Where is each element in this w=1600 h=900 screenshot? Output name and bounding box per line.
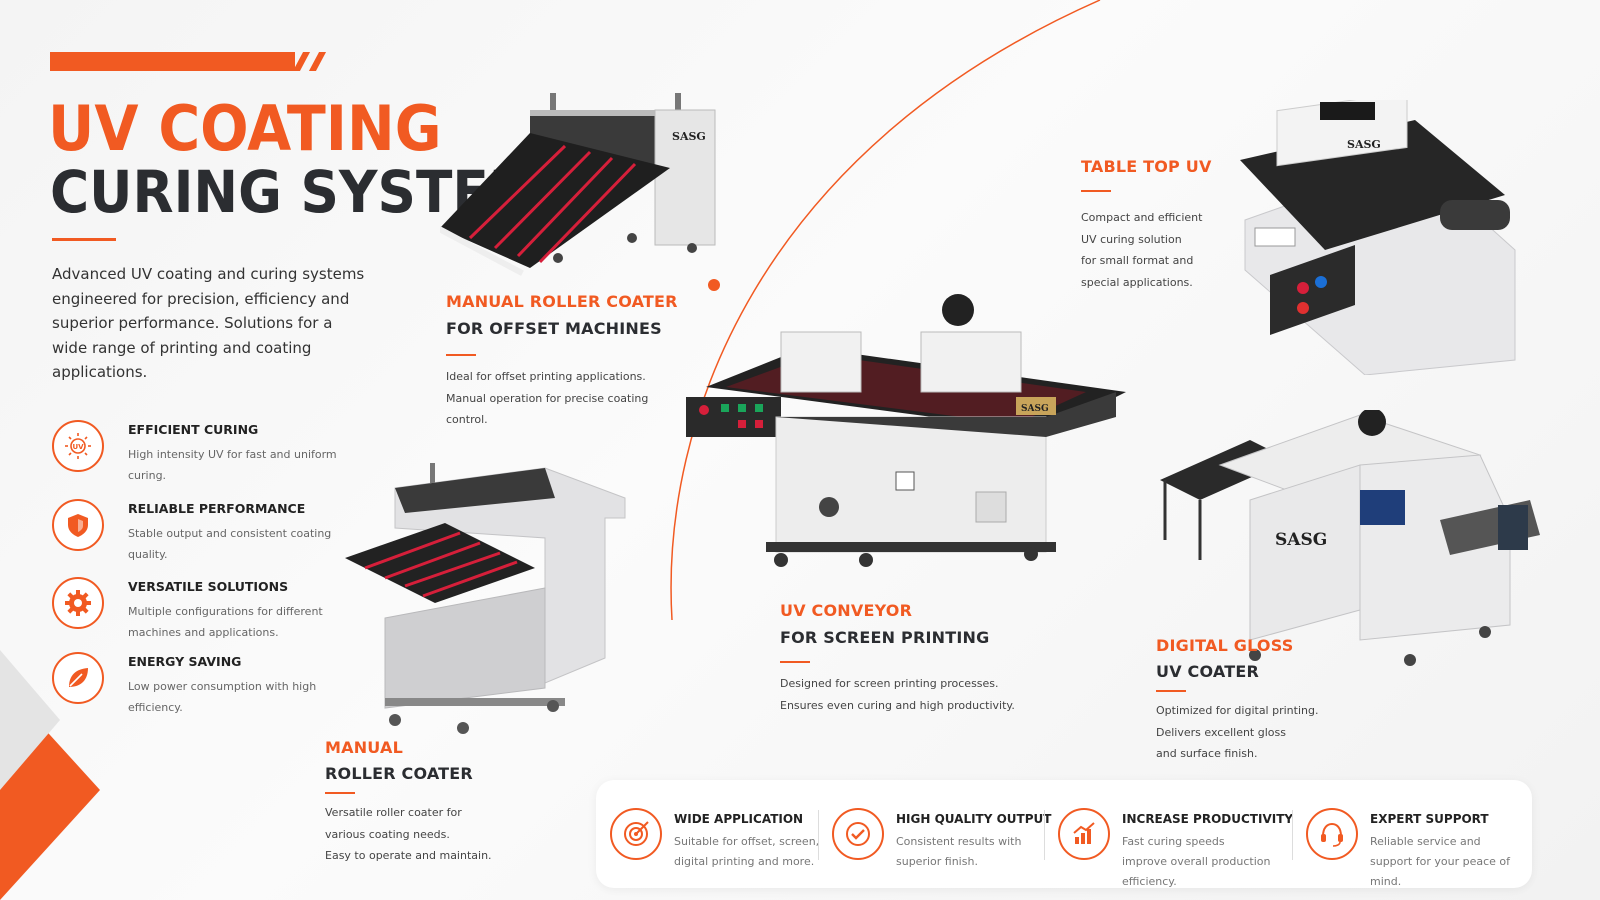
headset-icon <box>1306 808 1358 860</box>
benefit-expert-support: EXPERT SUPPORT Reliable service and supp… <box>1292 780 1522 888</box>
feature-efficient-curing: UV EFFICIENT CURING High intensity UV fo… <box>52 420 352 490</box>
feature-reliable-performance: RELIABLE PERFORMANCE Stable output and c… <box>52 499 352 569</box>
product-underline <box>1081 190 1111 192</box>
product-title-manual: MANUAL <box>325 738 403 757</box>
accent-bar <box>50 52 295 71</box>
gear-icon <box>52 577 104 629</box>
benefit-high-quality: HIGH QUALITY OUTPUT Consistent results w… <box>818 780 1052 888</box>
product-desc-digital: Optimized for digital printing. Delivers… <box>1156 700 1356 765</box>
feature-title: RELIABLE PERFORMANCE <box>128 501 306 516</box>
accent-slash <box>292 52 311 71</box>
feature-title: VERSATILE SOLUTIONS <box>128 579 289 594</box>
product-underline <box>446 354 476 356</box>
brand-logo-text: SASG <box>1021 404 1049 414</box>
table-top-uv-image: SASG <box>1240 100 1516 375</box>
divider <box>1044 810 1045 860</box>
feature-versatile-solutions: VERSATILE SOLUTIONS Multiple configurati… <box>52 577 352 647</box>
desc-line: various coating needs. <box>325 827 450 841</box>
svg-text:UV: UV <box>72 443 84 451</box>
benefit-desc: Fast curing speeds improve overall produ… <box>1122 835 1271 888</box>
benefit-title: EXPERT SUPPORT <box>1370 812 1489 826</box>
product-desc-manual: Versatile roller coater for various coat… <box>325 802 525 867</box>
product-underline <box>1156 690 1186 692</box>
divider <box>818 810 819 860</box>
corner-triangles <box>0 650 100 900</box>
product-desc-offset: Ideal for offset printing applications. … <box>446 366 676 431</box>
brand-logo-text: SASG <box>1275 530 1327 550</box>
desc-line: Compact and efficient <box>1081 211 1203 224</box>
title-underline <box>52 238 116 241</box>
feature-title: EFFICIENT CURING <box>128 422 259 437</box>
accent-slash <box>308 52 327 71</box>
manual-roller-coater-offset-image: SASG <box>440 93 716 276</box>
feature-desc: Low power consumption with high efficien… <box>128 680 317 714</box>
brand-logo-text: SASG <box>1347 138 1381 151</box>
intro-text: Advanced UV coating and curing systems e… <box>52 265 365 381</box>
benefit-wide-application: WIDE APPLICATION Suitable for offset, sc… <box>596 780 826 888</box>
benefit-title: WIDE APPLICATION <box>674 812 804 826</box>
uv-conveyor-image: SASG <box>686 294 1126 567</box>
benefit-desc: Consistent results with superior finish. <box>896 835 1022 868</box>
product-sub-conveyor: FOR SCREEN PRINTING <box>780 628 990 647</box>
desc-line: Designed for screen printing processes. <box>780 677 999 690</box>
product-sub-manual: ROLLER COATER <box>325 764 473 783</box>
desc-line: special applications. <box>1081 275 1193 289</box>
desc-line: and surface finish. <box>1156 747 1258 760</box>
desc-line: Ensures even curing and high productivit… <box>780 698 1015 712</box>
product-title-conveyor: UV CONVEYOR <box>780 601 913 620</box>
product-underline <box>780 661 810 663</box>
feature-title: ENERGY SAVING <box>128 654 242 669</box>
benefit-title: INCREASE PRODUCTIVITY <box>1122 812 1294 826</box>
feature-desc: High intensity UV for fast and uniform c… <box>128 448 337 482</box>
shield-icon <box>52 499 104 551</box>
desc-line: Ideal for offset printing applications. <box>446 370 646 383</box>
uv-sun-icon: UV <box>52 420 104 472</box>
desc-line: for small format and <box>1081 254 1194 267</box>
feature-desc: Stable output and consistent coating qua… <box>128 527 332 561</box>
feature-desc: Multiple configurations for different ma… <box>128 605 323 639</box>
product-underline <box>325 792 355 794</box>
desc-line: Optimized for digital printing. <box>1156 704 1319 717</box>
desc-line: Versatile roller coater for <box>325 806 462 819</box>
benefits-bar: WIDE APPLICATION Suitable for offset, sc… <box>596 780 1532 888</box>
manual-roller-coater-image <box>345 463 626 734</box>
product-sub-offset: FOR OFFSET MACHINES <box>446 319 662 338</box>
benefit-desc: Reliable service and support for your pe… <box>1370 835 1510 888</box>
product-desc-tabletop: Compact and efficient UV curing solution… <box>1081 207 1231 293</box>
product-title-tabletop: TABLE TOP UV <box>1081 157 1212 176</box>
benefit-productivity: INCREASE PRODUCTIVITY Fast curing speeds… <box>1044 780 1293 888</box>
product-desc-conveyor: Designed for screen printing processes. … <box>780 673 1020 716</box>
desc-line: UV curing solution <box>1081 232 1182 246</box>
growth-chart-icon <box>1058 808 1110 860</box>
page-title-line1: UV COATING <box>48 92 442 165</box>
desc-line: Delivers excellent gloss <box>1156 725 1286 739</box>
product-sub-digital: UV COATER <box>1156 662 1259 681</box>
feature-energy-saving: ENERGY SAVING Low power consumption with… <box>52 652 352 722</box>
product-title-offset: MANUAL ROLLER COATER <box>446 292 678 311</box>
digital-gloss-uv-coater-image: SASG <box>1160 410 1540 666</box>
leaf-icon <box>52 652 104 704</box>
product-title-digital: DIGITAL GLOSS <box>1156 636 1294 655</box>
desc-line: Manual operation for precise coating con… <box>446 391 649 427</box>
benefit-desc: Suitable for offset, screen, digital pri… <box>674 835 820 868</box>
desc-line: Easy to operate and maintain. <box>325 849 492 862</box>
target-icon <box>610 808 662 860</box>
benefit-title: HIGH QUALITY OUTPUT <box>896 812 1052 826</box>
check-badge-icon <box>832 808 884 860</box>
divider <box>1292 810 1293 860</box>
brand-logo-text: SASG <box>672 130 706 143</box>
